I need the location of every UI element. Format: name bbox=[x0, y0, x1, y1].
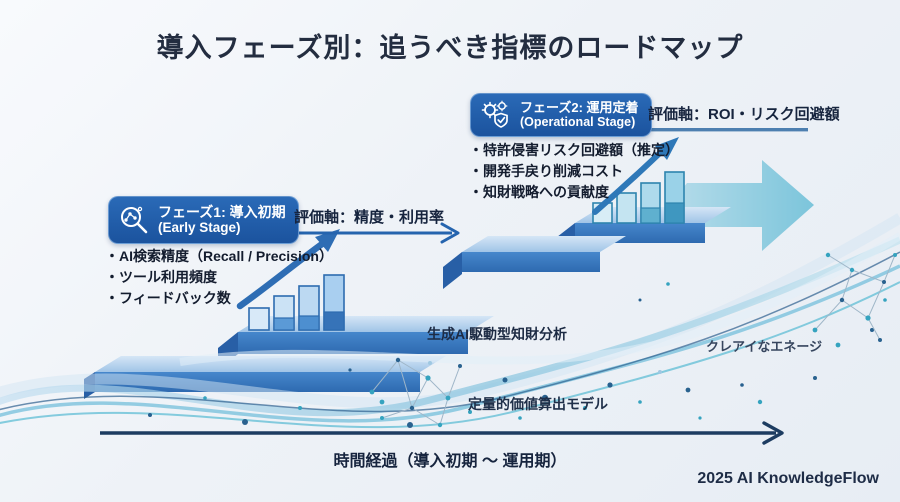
metric-item: ・知財戦略への貢献度 bbox=[469, 184, 609, 200]
big-step-arrow bbox=[669, 160, 814, 251]
phase1-name: フェーズ1: 導入初期 bbox=[158, 203, 286, 220]
page-title: 導入フェーズ別：追うべき指標のロードマップ bbox=[156, 33, 744, 63]
metric-item: ・開発手戻り削減コスト bbox=[469, 163, 623, 179]
phase1-badge: フェーズ1: 導入初期 (Early Stage) bbox=[108, 196, 299, 244]
phase2-name: フェーズ2: 運用定着 bbox=[520, 99, 639, 115]
timeline-arrow bbox=[100, 421, 784, 445]
phase2-name-en: (Operational Stage) bbox=[520, 115, 636, 130]
credit-text: 2025 AI KnowledgeFlow bbox=[697, 470, 879, 487]
phase1-axis-label: 評価軸：精度・利用率 bbox=[294, 209, 445, 226]
metric-item: ・ツール利用頻度 bbox=[105, 269, 217, 285]
phase1-axis-arrow bbox=[296, 222, 460, 244]
phase2-metrics-list: ・特許侵害リスク回避額（推定） ・開発手戻り削減コスト ・知財戦略への貢献度 bbox=[469, 140, 679, 203]
bar-chart-early bbox=[236, 229, 345, 331]
bar-chart-operational bbox=[592, 137, 685, 224]
metric-item: ・AI検索精度（Recall / Precision） bbox=[105, 248, 333, 264]
annotation-energy: クレアイなエネージ bbox=[706, 339, 823, 354]
network-cluster-left bbox=[369, 357, 462, 428]
gears-shield-icon bbox=[481, 100, 508, 128]
phase1-name-en: (Early Stage) bbox=[158, 220, 241, 236]
metric-item: ・フィードバック数 bbox=[105, 290, 231, 306]
network-cluster-right bbox=[812, 252, 897, 342]
metric-item: ・特許侵害リスク回避額（推定） bbox=[469, 142, 679, 158]
phase2-axis-label: 評価軸：ROI・リスク回避額 bbox=[648, 106, 840, 123]
magnifier-network-icon bbox=[121, 206, 148, 234]
data-dots bbox=[148, 282, 887, 428]
wave-flow bbox=[0, 213, 900, 429]
phase2-badge: フェーズ2: 運用定着 (Operational Stage) bbox=[470, 93, 652, 137]
annotation-value-model: 定量的価値算出モデル bbox=[468, 396, 608, 412]
phase2-axis-underline bbox=[645, 128, 808, 132]
annotation-ai-analysis: 生成AI駆動型知財分析 bbox=[427, 326, 567, 342]
phase1-metrics-list: ・AI検索精度（Recall / Precision） ・ツール利用頻度 ・フィ… bbox=[105, 246, 333, 309]
timeline-label: 時間経過（導入初期 〜 運用期） bbox=[333, 453, 567, 470]
